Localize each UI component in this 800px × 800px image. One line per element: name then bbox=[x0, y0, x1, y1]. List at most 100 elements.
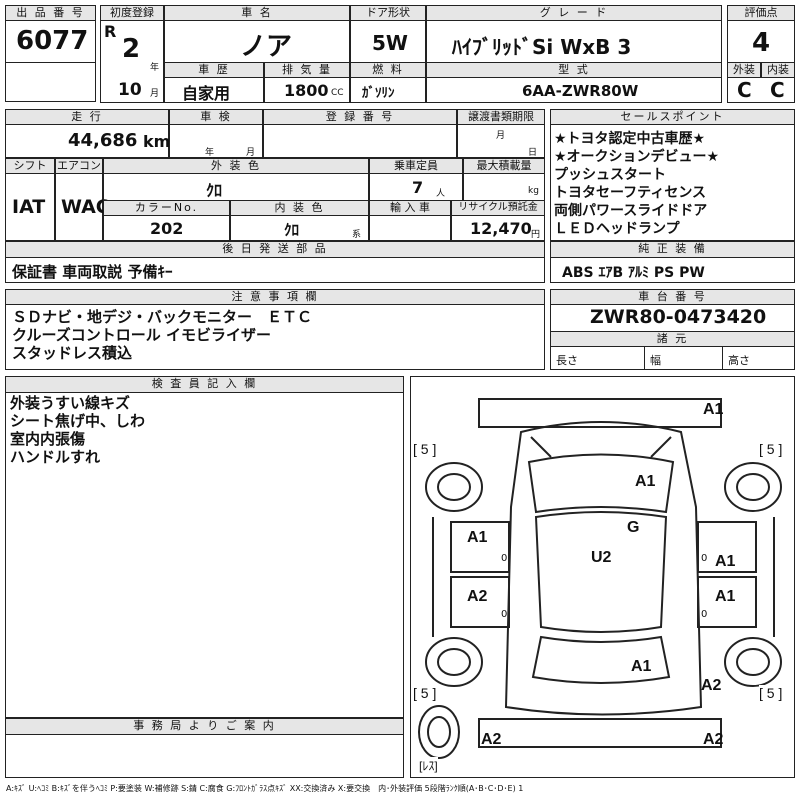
shift-value: IAT bbox=[12, 196, 46, 218]
inspection-cell bbox=[169, 124, 263, 158]
chassis-value: ZWR80-0473420 bbox=[590, 306, 767, 328]
dims-header: 諸 元 bbox=[550, 331, 795, 347]
displacement-header: 排 気 量 bbox=[264, 62, 350, 78]
color-no-cell bbox=[103, 215, 230, 241]
transfer-cell bbox=[457, 124, 545, 158]
capacity-header: 乗車定員 bbox=[369, 158, 463, 174]
zero-mark: 0 bbox=[701, 553, 708, 564]
ac-header: エアコン bbox=[55, 158, 103, 174]
zero-mark: 0 bbox=[501, 609, 508, 620]
sales-point-item: ★トヨタ認定中古車歴★ bbox=[554, 131, 706, 147]
int-color-cell bbox=[230, 215, 369, 241]
mileage-unit: km bbox=[143, 132, 171, 151]
first-reg-era: R bbox=[104, 22, 117, 41]
sales-point-item: プッシュスタート bbox=[554, 167, 666, 183]
mark-rear-glass: A1 bbox=[631, 658, 652, 675]
later-parts-value: 保証書 車両取説 予備ｷｰ bbox=[12, 263, 173, 281]
model-cell bbox=[426, 77, 722, 103]
shift-cell bbox=[5, 173, 55, 241]
sales-point-item: トヨタセーフティセンス bbox=[554, 185, 707, 201]
first-reg-header: 初度登録 bbox=[100, 5, 164, 21]
history-value: 自家用 bbox=[182, 84, 231, 103]
note-line: ＳＤナビ・地デジ・バックモニター ＥＴＣ bbox=[12, 308, 313, 326]
zero-mark: 0 bbox=[701, 609, 708, 620]
model-value: 6AA-ZWR80W bbox=[522, 82, 639, 100]
transfer-day-unit: 日 bbox=[528, 148, 538, 158]
sales-point-item: 両側パワースライドドア bbox=[554, 203, 708, 219]
inspector-line: 外装うすい線キズ bbox=[10, 394, 131, 412]
fuel-header: 燃 料 bbox=[350, 62, 426, 78]
mark-hood: A1 bbox=[635, 473, 656, 490]
recycle-header: リサイクル預託金 bbox=[451, 200, 545, 216]
displacement-unit: CC bbox=[331, 88, 344, 98]
mileage-value: 44,686 bbox=[68, 130, 138, 151]
int-color-value: ｸﾛ bbox=[284, 221, 300, 239]
inspection-month-unit: 月 bbox=[246, 148, 256, 158]
equipment-cell bbox=[550, 257, 795, 283]
mark-left-front-door: A1 bbox=[467, 529, 488, 546]
mark-front-bumper: A1 bbox=[703, 401, 724, 418]
inspector-cell bbox=[5, 392, 404, 718]
dims-height: 高さ bbox=[728, 354, 750, 367]
max-load-header: 最大積載量 bbox=[463, 158, 545, 174]
first-reg-year: 2 bbox=[122, 34, 141, 64]
capacity-unit: 人 bbox=[436, 189, 446, 199]
int-color-header: 内 装 色 bbox=[230, 200, 369, 216]
car-name-header: 車 名 bbox=[164, 5, 350, 21]
score-value: 4 bbox=[752, 28, 771, 58]
first-reg-month: 10 bbox=[118, 80, 142, 100]
mark-rear-bumper-left: A2 bbox=[481, 731, 502, 748]
sales-points-header: セールスポイント bbox=[550, 109, 795, 125]
inspector-line: 室内内張傷 bbox=[10, 430, 86, 448]
ac-value: WAC bbox=[61, 196, 110, 218]
dims-width: 幅 bbox=[650, 354, 661, 367]
fuel-cell bbox=[350, 77, 426, 103]
dims-divider-1 bbox=[644, 346, 645, 370]
mark-right-rear-door: A1 bbox=[715, 588, 736, 605]
fuel-value: ｶﾞｿﾘﾝ bbox=[362, 86, 395, 101]
mark-roof: U2 bbox=[591, 549, 612, 566]
reg-no-cell bbox=[263, 124, 457, 158]
door-type: 5W bbox=[372, 31, 408, 55]
mark-rear-right-quarter: A2 bbox=[701, 677, 722, 694]
note-line: クルーズコントロール イモビライザー bbox=[12, 326, 272, 344]
ext-color-value: ｸﾛ bbox=[206, 181, 223, 200]
car-name: ノア bbox=[240, 32, 293, 62]
history-header: 車 歴 bbox=[164, 62, 264, 78]
score-header: 評価点 bbox=[727, 5, 795, 21]
dims-length: 長さ bbox=[556, 354, 578, 367]
equipment-value: ABS ｴｱB ｱﾙﾐ PS PW bbox=[562, 265, 705, 281]
sales-point-item: ★オークションデビュー★ bbox=[554, 149, 720, 165]
first-reg-month-unit: 月 bbox=[150, 89, 160, 99]
equipment-header: 純 正 装 備 bbox=[550, 241, 795, 258]
import-cell bbox=[369, 215, 451, 241]
recycle-value: 12,470 bbox=[470, 219, 532, 238]
tire-rear-right: [ 5 ] bbox=[759, 685, 783, 701]
later-parts-cell bbox=[5, 257, 545, 283]
legend: A:ｷｽﾞ U:ﾍｺﾐ B:ｷｽﾞを伴うﾍｺﾐ P:要塗装 W:補修跡 S:錆 … bbox=[6, 784, 524, 793]
office-cell bbox=[5, 734, 404, 778]
tire-rear-left: [ 5 ] bbox=[413, 685, 437, 701]
displacement-value: 1800 bbox=[284, 81, 329, 100]
lot-header: 出 品 番 号 bbox=[5, 5, 96, 21]
grade-value: ﾊｲﾌﾞﾘｯﾄﾞSi WxB 3 bbox=[452, 35, 632, 59]
ext-score-header: 外装 bbox=[727, 62, 761, 78]
grade-header: グ レ ー ド bbox=[426, 5, 722, 21]
sales-points-cell bbox=[550, 124, 795, 241]
color-no-value: 202 bbox=[150, 219, 184, 238]
damage-diagram: A1 A1 G U2 A1 A2 A1 A1 A1 A2 A2 A2 0 0 0… bbox=[410, 376, 795, 778]
spare-tire: [ﾚｽ] bbox=[419, 757, 438, 774]
dims-divider-2 bbox=[722, 346, 723, 370]
lot-number: 6077 bbox=[16, 26, 89, 56]
capacity-value: 7 bbox=[412, 178, 424, 197]
dims-cell bbox=[550, 346, 795, 370]
inspector-line: ハンドルすれ bbox=[10, 448, 101, 466]
notes-list: ＳＤナビ・地デジ・バックモニター ＥＴＣ クルーズコントロール イモビライザー … bbox=[12, 308, 312, 362]
door-header: ドア形状 bbox=[350, 5, 426, 21]
office-header: 事 務 局 よ り ご 案 内 bbox=[5, 718, 404, 735]
mark-windshield: G bbox=[627, 519, 640, 536]
ac-cell bbox=[55, 173, 103, 241]
inspection-header: 車 検 bbox=[169, 109, 263, 125]
recycle-cell bbox=[451, 215, 545, 241]
recycle-unit: 円 bbox=[531, 230, 541, 240]
